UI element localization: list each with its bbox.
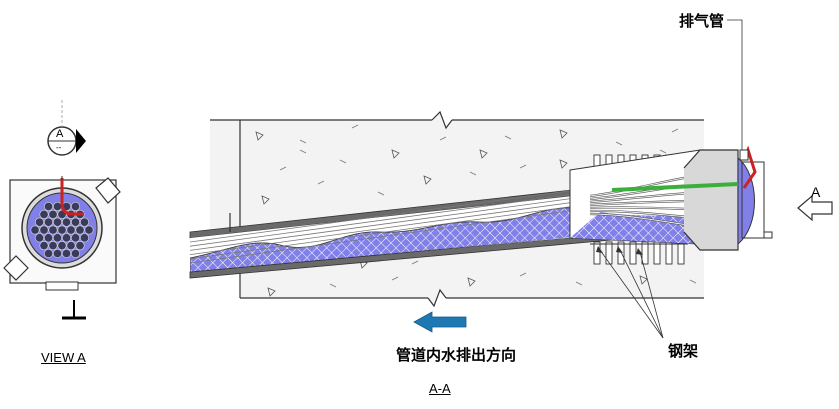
bundle-tube bbox=[71, 248, 81, 258]
section-marker-letter: A bbox=[56, 128, 64, 140]
bundle-tube bbox=[39, 225, 49, 235]
bundle-tube bbox=[61, 233, 71, 243]
steel-frame-label: 钢架 bbox=[668, 343, 699, 360]
bundle-tube bbox=[71, 202, 81, 212]
view-a-group bbox=[3, 100, 121, 320]
bracket-bottom-left bbox=[3, 255, 29, 281]
bundle-tube bbox=[80, 233, 90, 243]
green-pipe bbox=[611, 182, 739, 192]
view-a-arrow bbox=[797, 194, 833, 222]
exhaust-leader bbox=[727, 19, 743, 150]
bundle-tube bbox=[48, 209, 58, 219]
flow-arrow bbox=[413, 311, 467, 333]
end-cap bbox=[737, 156, 755, 246]
bundle-tube bbox=[75, 241, 85, 251]
bundle-tube bbox=[57, 225, 67, 235]
section-aa-group bbox=[189, 19, 833, 339]
exhaust-pipe-end bbox=[60, 178, 84, 216]
bundle-tube bbox=[52, 233, 62, 243]
bundle-tube bbox=[43, 248, 53, 258]
concrete-aggregate bbox=[249, 124, 697, 297]
exhaust-pipe-label: 排气管 bbox=[679, 13, 725, 30]
inner-tubes bbox=[189, 187, 591, 264]
bundle-tube bbox=[43, 233, 53, 243]
bundle-tube bbox=[34, 233, 44, 243]
tube-bundle bbox=[30, 202, 94, 258]
bundle-tube bbox=[34, 217, 44, 227]
bundle-tube bbox=[71, 217, 81, 227]
bundle-tube bbox=[84, 225, 94, 235]
bundle-tube bbox=[61, 248, 71, 258]
end-flange bbox=[683, 149, 739, 251]
bundle-tube bbox=[43, 217, 53, 227]
section-marker bbox=[47, 100, 86, 156]
bundle-tube bbox=[66, 225, 76, 235]
bundle-tube bbox=[39, 209, 49, 219]
bracket-top-right bbox=[95, 177, 121, 204]
bundle-tube bbox=[30, 225, 40, 235]
bundle-tube bbox=[66, 241, 76, 251]
bundle-tube bbox=[71, 233, 81, 243]
bundle-tube bbox=[52, 202, 62, 212]
bundle-tube bbox=[52, 217, 62, 227]
bundle-tube bbox=[61, 217, 71, 227]
view-a-caption: VIEW A bbox=[41, 350, 86, 365]
view-arrow-label: A bbox=[811, 184, 821, 200]
flow-direction-label: 管道内水排出方向 bbox=[396, 347, 517, 364]
section-aa-caption: A-A bbox=[429, 381, 451, 396]
section-marker-sub: -- bbox=[56, 143, 62, 152]
bundle-tube bbox=[39, 241, 49, 251]
bundle-tube bbox=[52, 248, 62, 258]
bundle-tube bbox=[43, 202, 53, 212]
bundle-tube bbox=[80, 217, 90, 227]
bundle-tube bbox=[75, 225, 85, 235]
bundle-tube bbox=[48, 225, 58, 235]
bundle-tube bbox=[57, 241, 67, 251]
bottom-tab bbox=[45, 281, 79, 291]
bundle-tube bbox=[48, 241, 58, 251]
